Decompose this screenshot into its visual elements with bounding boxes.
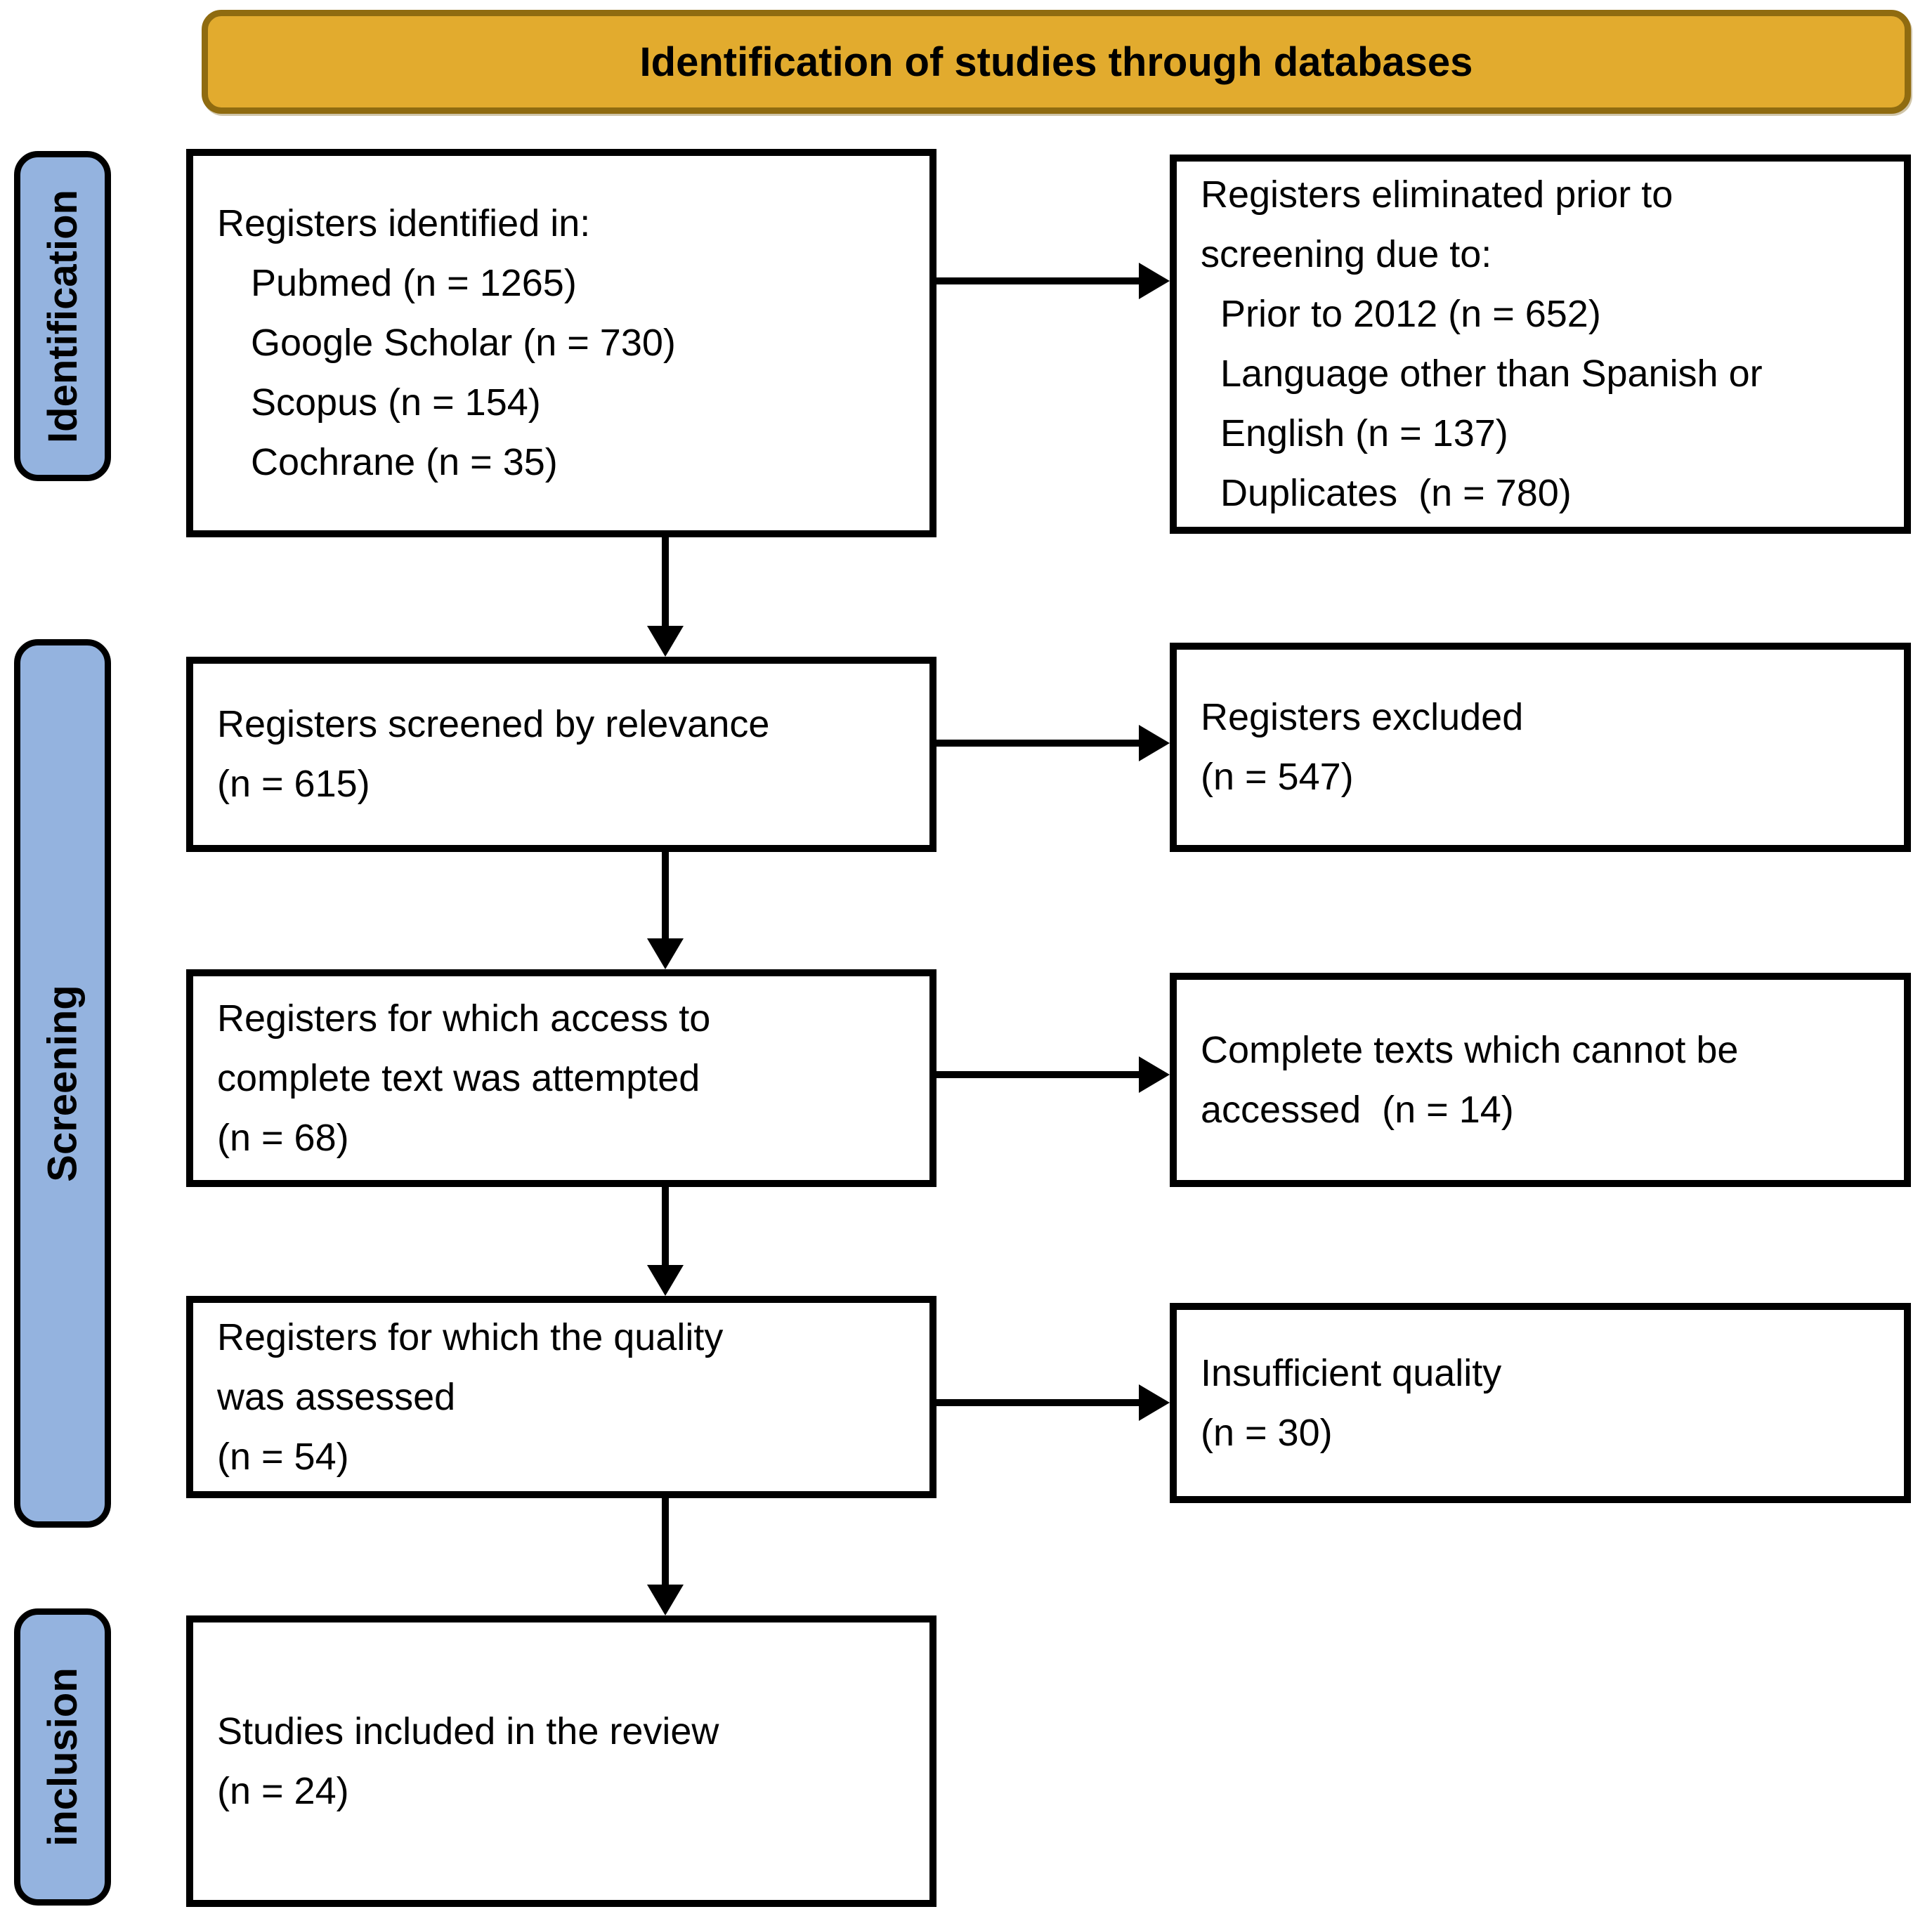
box-text-line: (n = 54) bbox=[217, 1435, 349, 1478]
box-text-line: was assessed bbox=[217, 1375, 456, 1418]
box-text-line: Registers for which the quality bbox=[217, 1316, 724, 1358]
stage-inclusion-label: inclusion bbox=[39, 1667, 86, 1847]
arrow-right-head-icon bbox=[1139, 1384, 1170, 1421]
box-text-line: Insufficient quality bbox=[1201, 1351, 1502, 1394]
box-text-line: (n = 30) bbox=[1201, 1411, 1333, 1454]
stage-screening: Screening bbox=[14, 639, 111, 1528]
arrow-down-head-icon bbox=[647, 626, 684, 657]
box-text-line: screening due to: bbox=[1201, 233, 1492, 275]
box-text-line: Registers eliminated prior to bbox=[1201, 173, 1673, 216]
box-text-line: Registers for which access to bbox=[217, 997, 711, 1040]
box-registers-eliminated: Registers eliminated prior to screening … bbox=[1170, 155, 1911, 534]
page-title-text: Identification of studies through databa… bbox=[639, 39, 1473, 85]
box-text-line: Duplicates (n = 780) bbox=[1220, 472, 1572, 514]
box-text-line: Registers excluded bbox=[1201, 696, 1524, 738]
arrow-right-quality-to-insufficient bbox=[936, 1399, 1139, 1406]
page-title: Identification of studies through databa… bbox=[202, 10, 1911, 114]
box-text-line: English (n = 137) bbox=[1220, 412, 1508, 454]
box-fulltext-attempted: Registers for which access to complete t… bbox=[186, 969, 936, 1187]
arrow-right-screened-to-excluded bbox=[936, 740, 1139, 747]
arrow-down-fulltext-to-quality bbox=[662, 1187, 669, 1265]
arrow-down-head-icon bbox=[647, 1265, 684, 1296]
box-text-line: (n = 615) bbox=[217, 763, 370, 805]
box-text-line: accessed (n = 14) bbox=[1201, 1088, 1514, 1131]
box-registers-screened: Registers screened by relevance (n = 615… bbox=[186, 657, 936, 852]
stage-screening-label: Screening bbox=[39, 985, 86, 1182]
box-text-line: Cochrane (n = 35) bbox=[251, 441, 558, 483]
box-text-line: Registers screened by relevance bbox=[217, 703, 770, 745]
arrow-right-head-icon bbox=[1139, 1056, 1170, 1093]
box-text-line: (n = 547) bbox=[1201, 756, 1354, 798]
stage-inclusion: inclusion bbox=[14, 1608, 111, 1906]
box-text-line: Registers identified in: bbox=[217, 202, 591, 244]
box-registers-identified: Registers identified in: Pubmed (n = 126… bbox=[186, 149, 936, 537]
box-text-line: Prior to 2012 (n = 652) bbox=[1220, 293, 1601, 335]
box-text-line: Studies included in the review bbox=[217, 1710, 719, 1752]
box-studies-included: Studies included in the review (n = 24) bbox=[186, 1615, 936, 1907]
arrow-right-head-icon bbox=[1139, 725, 1170, 761]
arrow-right-head-icon bbox=[1139, 263, 1170, 299]
box-texts-cannot-be-accessed: Complete texts which cannot be accessed … bbox=[1170, 973, 1911, 1187]
arrow-down-screened-to-fulltext bbox=[662, 852, 669, 938]
box-registers-excluded: Registers excluded (n = 547) bbox=[1170, 643, 1911, 852]
arrow-down-identified-to-screened bbox=[662, 537, 669, 626]
arrow-down-head-icon bbox=[647, 938, 684, 969]
box-text-line: (n = 24) bbox=[217, 1769, 349, 1812]
arrow-down-quality-to-included bbox=[662, 1498, 669, 1585]
stage-identification-label: Identification bbox=[39, 189, 86, 443]
box-text-line: Pubmed (n = 1265) bbox=[251, 262, 577, 304]
box-text-line: Google Scholar (n = 730) bbox=[251, 322, 676, 364]
box-quality-assessed: Registers for which the quality was asse… bbox=[186, 1296, 936, 1498]
stage-identification: Identification bbox=[14, 151, 111, 481]
box-text-line: (n = 68) bbox=[217, 1116, 349, 1159]
arrow-right-fulltext-to-cannot-access bbox=[936, 1071, 1139, 1078]
arrow-right-identified-to-eliminated bbox=[936, 277, 1139, 284]
box-text-line: Language other than Spanish or bbox=[1220, 353, 1763, 395]
box-text-line: Scopus (n = 154) bbox=[251, 381, 541, 424]
arrow-down-head-icon bbox=[647, 1585, 684, 1615]
box-text-line: Complete texts which cannot be bbox=[1201, 1028, 1739, 1071]
box-insufficient-quality: Insufficient quality (n = 30) bbox=[1170, 1303, 1911, 1503]
box-text-line: complete text was attempted bbox=[217, 1056, 700, 1099]
